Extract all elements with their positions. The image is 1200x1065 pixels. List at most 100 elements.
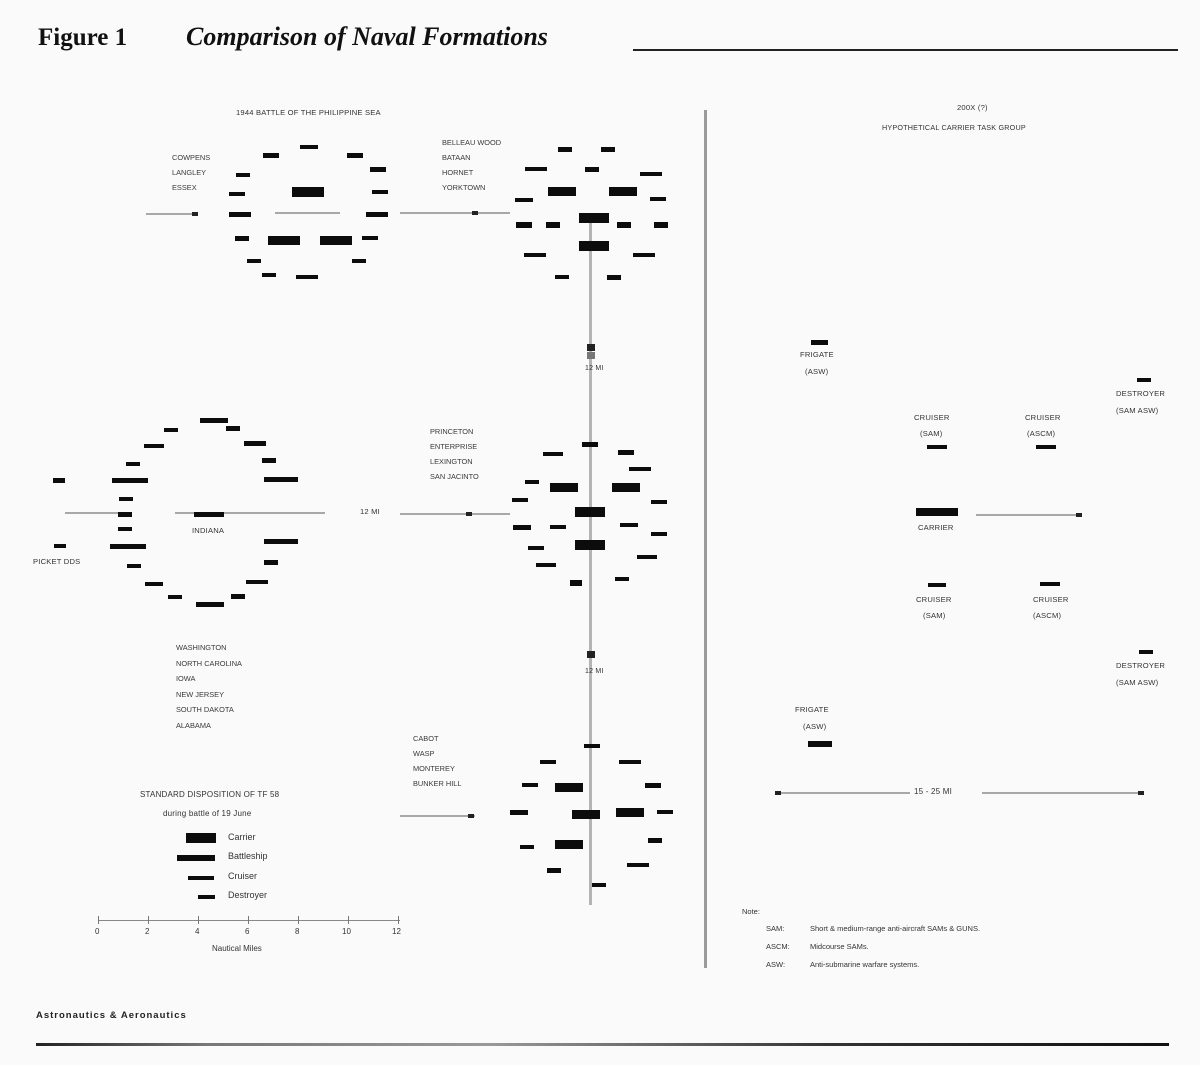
ship-name: Bunker Hill bbox=[413, 779, 462, 788]
ship-symbol-icon bbox=[236, 173, 250, 177]
ship-symbol-icon bbox=[525, 167, 547, 171]
spacing-mark bbox=[587, 344, 595, 351]
scale-label: Nautical Miles bbox=[212, 944, 262, 953]
ship-name: New Jersey bbox=[176, 689, 225, 699]
arrowhead bbox=[1138, 791, 1144, 795]
ship-symbol-icon bbox=[637, 555, 657, 559]
ship-symbol-icon bbox=[616, 808, 644, 817]
ship-name: Lexington bbox=[430, 457, 473, 466]
range-bar-right bbox=[982, 792, 1144, 794]
ship-symbol-icon bbox=[194, 512, 224, 517]
ship-symbol-icon bbox=[362, 236, 378, 240]
scale-tick bbox=[398, 916, 399, 924]
ship-symbol-icon bbox=[555, 840, 583, 849]
ship-symbol-icon bbox=[247, 259, 261, 263]
unit-type: Frigate bbox=[800, 350, 834, 359]
notes-block: Note: bbox=[742, 903, 760, 921]
battleship-symbol-icon bbox=[177, 855, 215, 861]
ship-symbol-icon bbox=[543, 452, 563, 456]
ship-name: Langley bbox=[172, 168, 207, 177]
ship-symbol-icon bbox=[244, 441, 266, 446]
ship-symbol-icon bbox=[619, 760, 641, 764]
ship-symbol-icon bbox=[555, 275, 569, 279]
ship-symbol-icon bbox=[110, 544, 146, 549]
spacing-label: 12 mi bbox=[585, 365, 604, 372]
ship-symbol-icon bbox=[585, 167, 599, 172]
group-ship-list: Washington North Carolina Iowa New Jerse… bbox=[176, 640, 242, 733]
heading-line bbox=[976, 514, 1076, 516]
group-ship-list: Cowpens Langley Essex bbox=[172, 150, 210, 195]
group-ship-list: Cabot Wasp Monterey Bunker Hill bbox=[413, 731, 461, 791]
ship-name: Wasp bbox=[413, 749, 435, 758]
ship-symbol-icon bbox=[612, 483, 640, 492]
scale-tick bbox=[348, 916, 349, 924]
note-text: Anti-submarine warfare systems. bbox=[810, 960, 920, 969]
cruiser-symbol-icon bbox=[927, 445, 947, 449]
ship-symbol-icon bbox=[200, 418, 228, 423]
ship-symbol-icon bbox=[264, 539, 298, 544]
ship-symbol-icon bbox=[54, 544, 66, 548]
ship-symbol-icon bbox=[633, 253, 655, 257]
cruiser-symbol-icon bbox=[188, 876, 214, 880]
ship-symbol-icon bbox=[570, 580, 582, 586]
figure-title: Comparison of Naval Formations bbox=[186, 22, 548, 51]
ship-name: Yorktown bbox=[442, 183, 486, 192]
ship-symbol-icon bbox=[145, 582, 163, 586]
ship-name: San Jacinto bbox=[430, 472, 479, 481]
ship-symbol-icon bbox=[550, 525, 566, 529]
ship-name: Essex bbox=[172, 183, 197, 192]
cruiser-symbol-icon bbox=[1036, 445, 1056, 449]
unit-type: Cruiser bbox=[1025, 413, 1061, 422]
formation-spine bbox=[589, 215, 592, 905]
ship-symbol-icon bbox=[601, 147, 615, 152]
ship-symbol-icon bbox=[528, 546, 544, 550]
group-ship-list: Princeton Enterprise Lexington San Jacin… bbox=[430, 424, 479, 484]
scale-tick-label: 2 bbox=[145, 927, 150, 936]
ship-symbol-icon bbox=[515, 198, 533, 202]
ship-symbol-icon bbox=[262, 273, 276, 277]
ship-symbol-icon bbox=[264, 560, 278, 565]
frigate-symbol-icon bbox=[811, 340, 828, 345]
battle-line-center-label: Indiana bbox=[192, 526, 225, 535]
ship-symbol-icon bbox=[118, 512, 132, 517]
ship-symbol-icon bbox=[550, 483, 578, 492]
ship-symbol-icon bbox=[119, 497, 133, 501]
ship-symbol-icon bbox=[263, 153, 279, 158]
unit-type: Cruiser bbox=[916, 595, 952, 604]
ship-symbol-icon bbox=[264, 477, 298, 482]
unit-type: Destroyer bbox=[1116, 389, 1166, 398]
ship-symbol-icon bbox=[607, 275, 621, 280]
ship-symbol-icon bbox=[615, 577, 629, 581]
legend-label-cruiser: Cruiser bbox=[228, 871, 258, 881]
arrowhead bbox=[472, 211, 478, 215]
ship-symbol-icon bbox=[651, 500, 667, 504]
ship-symbol-icon bbox=[196, 602, 224, 607]
ship-symbol-icon bbox=[268, 236, 300, 245]
note-abbr: ASCM: bbox=[766, 942, 790, 951]
ship-symbol-icon bbox=[522, 783, 538, 787]
ship-symbol-icon bbox=[547, 868, 561, 873]
destroyer-symbol-icon bbox=[198, 895, 215, 899]
ship-symbol-icon bbox=[296, 275, 318, 279]
ship-name: Cowpens bbox=[172, 153, 211, 162]
ship-symbol-icon bbox=[654, 222, 668, 228]
ship-symbol-icon bbox=[229, 212, 251, 217]
ship-symbol-icon bbox=[645, 783, 661, 788]
heading-line bbox=[400, 815, 475, 817]
unit-role: (SAM) bbox=[923, 611, 946, 620]
heading-line bbox=[400, 513, 510, 515]
heading-line bbox=[275, 212, 340, 214]
legend-title: Standard disposition of TF 58 bbox=[140, 790, 280, 799]
ship-symbol-icon bbox=[226, 426, 240, 431]
panel-divider bbox=[704, 110, 707, 968]
ship-symbol-icon bbox=[592, 883, 606, 887]
ship-name: Hornet bbox=[442, 168, 474, 177]
ship-symbol-icon bbox=[579, 241, 609, 251]
ship-symbol-icon bbox=[235, 236, 249, 241]
ship-symbol-icon bbox=[370, 167, 386, 172]
ship-symbol-icon bbox=[572, 810, 600, 819]
ship-symbol-icon bbox=[262, 458, 276, 463]
ship-symbol-icon bbox=[366, 212, 388, 217]
scale-tick-label: 12 bbox=[392, 927, 401, 936]
unit-type: Frigate bbox=[795, 705, 829, 714]
